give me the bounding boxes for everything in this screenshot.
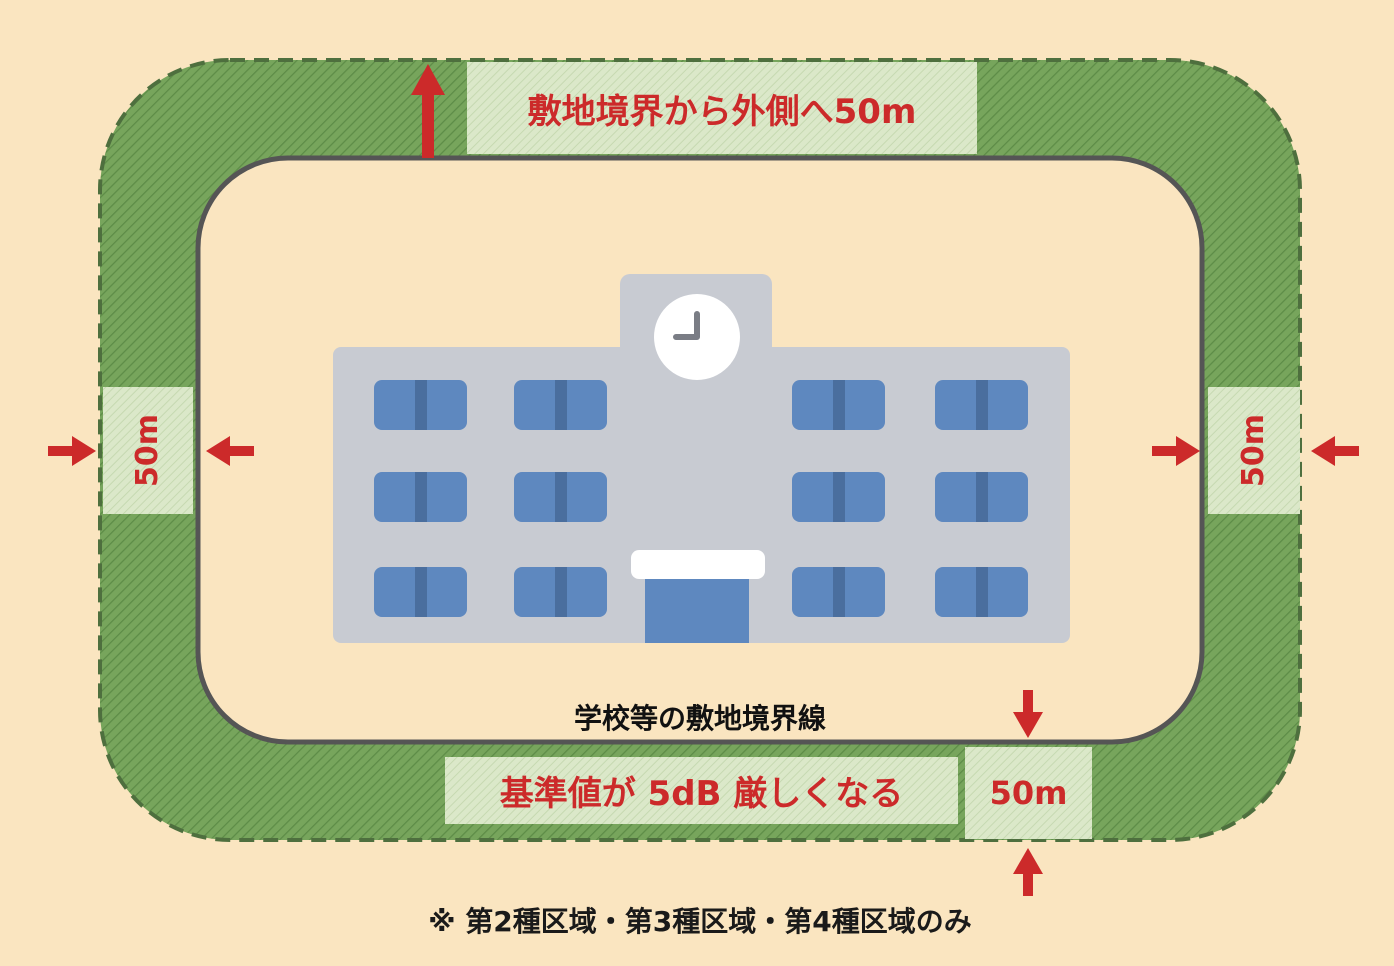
arrow-icon bbox=[1013, 690, 1043, 738]
arrow-icon bbox=[48, 436, 96, 466]
window-dividers bbox=[415, 380, 988, 617]
top-zone-label: 敷地境界から外側へ50m bbox=[527, 91, 917, 132]
bottom-distance-box bbox=[965, 747, 1092, 839]
entrance-door bbox=[645, 579, 749, 643]
arrow-icon bbox=[206, 436, 254, 466]
left-distance-label: 50m bbox=[130, 413, 166, 488]
right-distance-label: 50m bbox=[1236, 413, 1272, 488]
arrow-icon bbox=[1152, 436, 1200, 466]
footnote: ※ 第2種区域・第3種区域・第4種区域のみ bbox=[428, 905, 972, 938]
arrow-icon bbox=[411, 64, 445, 158]
arrow-icon bbox=[1311, 436, 1359, 466]
school-building-icon bbox=[333, 274, 1070, 643]
arrow-icon bbox=[1013, 848, 1043, 896]
top-label-box bbox=[467, 62, 977, 154]
bottom-distance-label: 50m bbox=[989, 774, 1068, 812]
entrance-canopy bbox=[631, 550, 765, 579]
clock-icon bbox=[654, 294, 740, 380]
bottom-label-box bbox=[445, 757, 958, 824]
left-label-box bbox=[103, 387, 193, 514]
stricter-standard-label: 基準値が 5dB 厳しくなる bbox=[499, 774, 904, 814]
boundary-line-label: 学校等の敷地境界線 bbox=[573, 702, 826, 735]
right-label-box bbox=[1208, 387, 1300, 514]
buffer-zone bbox=[100, 60, 1300, 840]
